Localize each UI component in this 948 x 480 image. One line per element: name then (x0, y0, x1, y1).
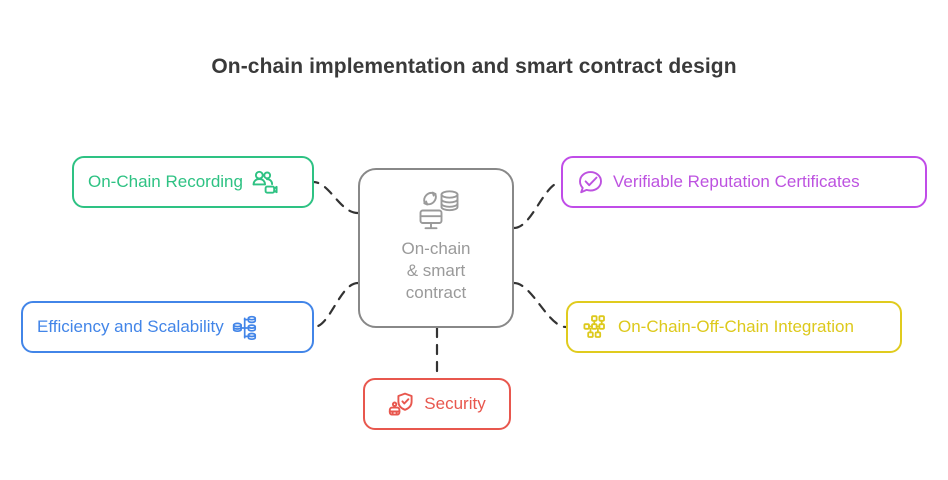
node-on-chain-off-chain-integration[interactable]: On-Chain-Off-Chain Integration (566, 301, 902, 353)
node-security-label: Security (424, 394, 486, 413)
node-on-chain-recording-label: On-Chain Recording (88, 172, 243, 191)
node-security[interactable]: Security (363, 378, 511, 430)
node-on-chain-off-chain-integration-label: On-Chain-Off-Chain Integration (618, 317, 854, 336)
node-efficiency-scalability-label: Efficiency and Scalability (37, 317, 224, 336)
node-verifiable-reputation-certificates-label: Verifiable Reputation Certificates (613, 172, 860, 191)
connector-on-off-chain-integration (512, 281, 568, 329)
network-nodes-icon (583, 314, 605, 338)
node-efficiency-scalability[interactable]: Efficiency and Scalability (21, 301, 314, 353)
node-on-chain-recording[interactable]: On-Chain Recording (72, 156, 314, 208)
monitor-database-sync-icon (419, 190, 459, 230)
database-distribution-icon (232, 315, 256, 340)
connector-verifiable-reputation (512, 180, 563, 230)
speech-bubble-check-icon (579, 170, 602, 193)
center-node[interactable]: On-chain & smart contract (358, 168, 514, 328)
connector-efficiency-scalability (312, 281, 360, 329)
connector-on-chain-recording (312, 180, 360, 215)
center-node-label: On-chain & smart contract (401, 239, 471, 302)
node-verifiable-reputation-certificates[interactable]: Verifiable Reputation Certificates (561, 156, 927, 208)
page-title: On-chain implementation and smart contra… (211, 55, 737, 78)
shield-robot-icon (389, 392, 413, 416)
users-group-icon (252, 170, 278, 194)
